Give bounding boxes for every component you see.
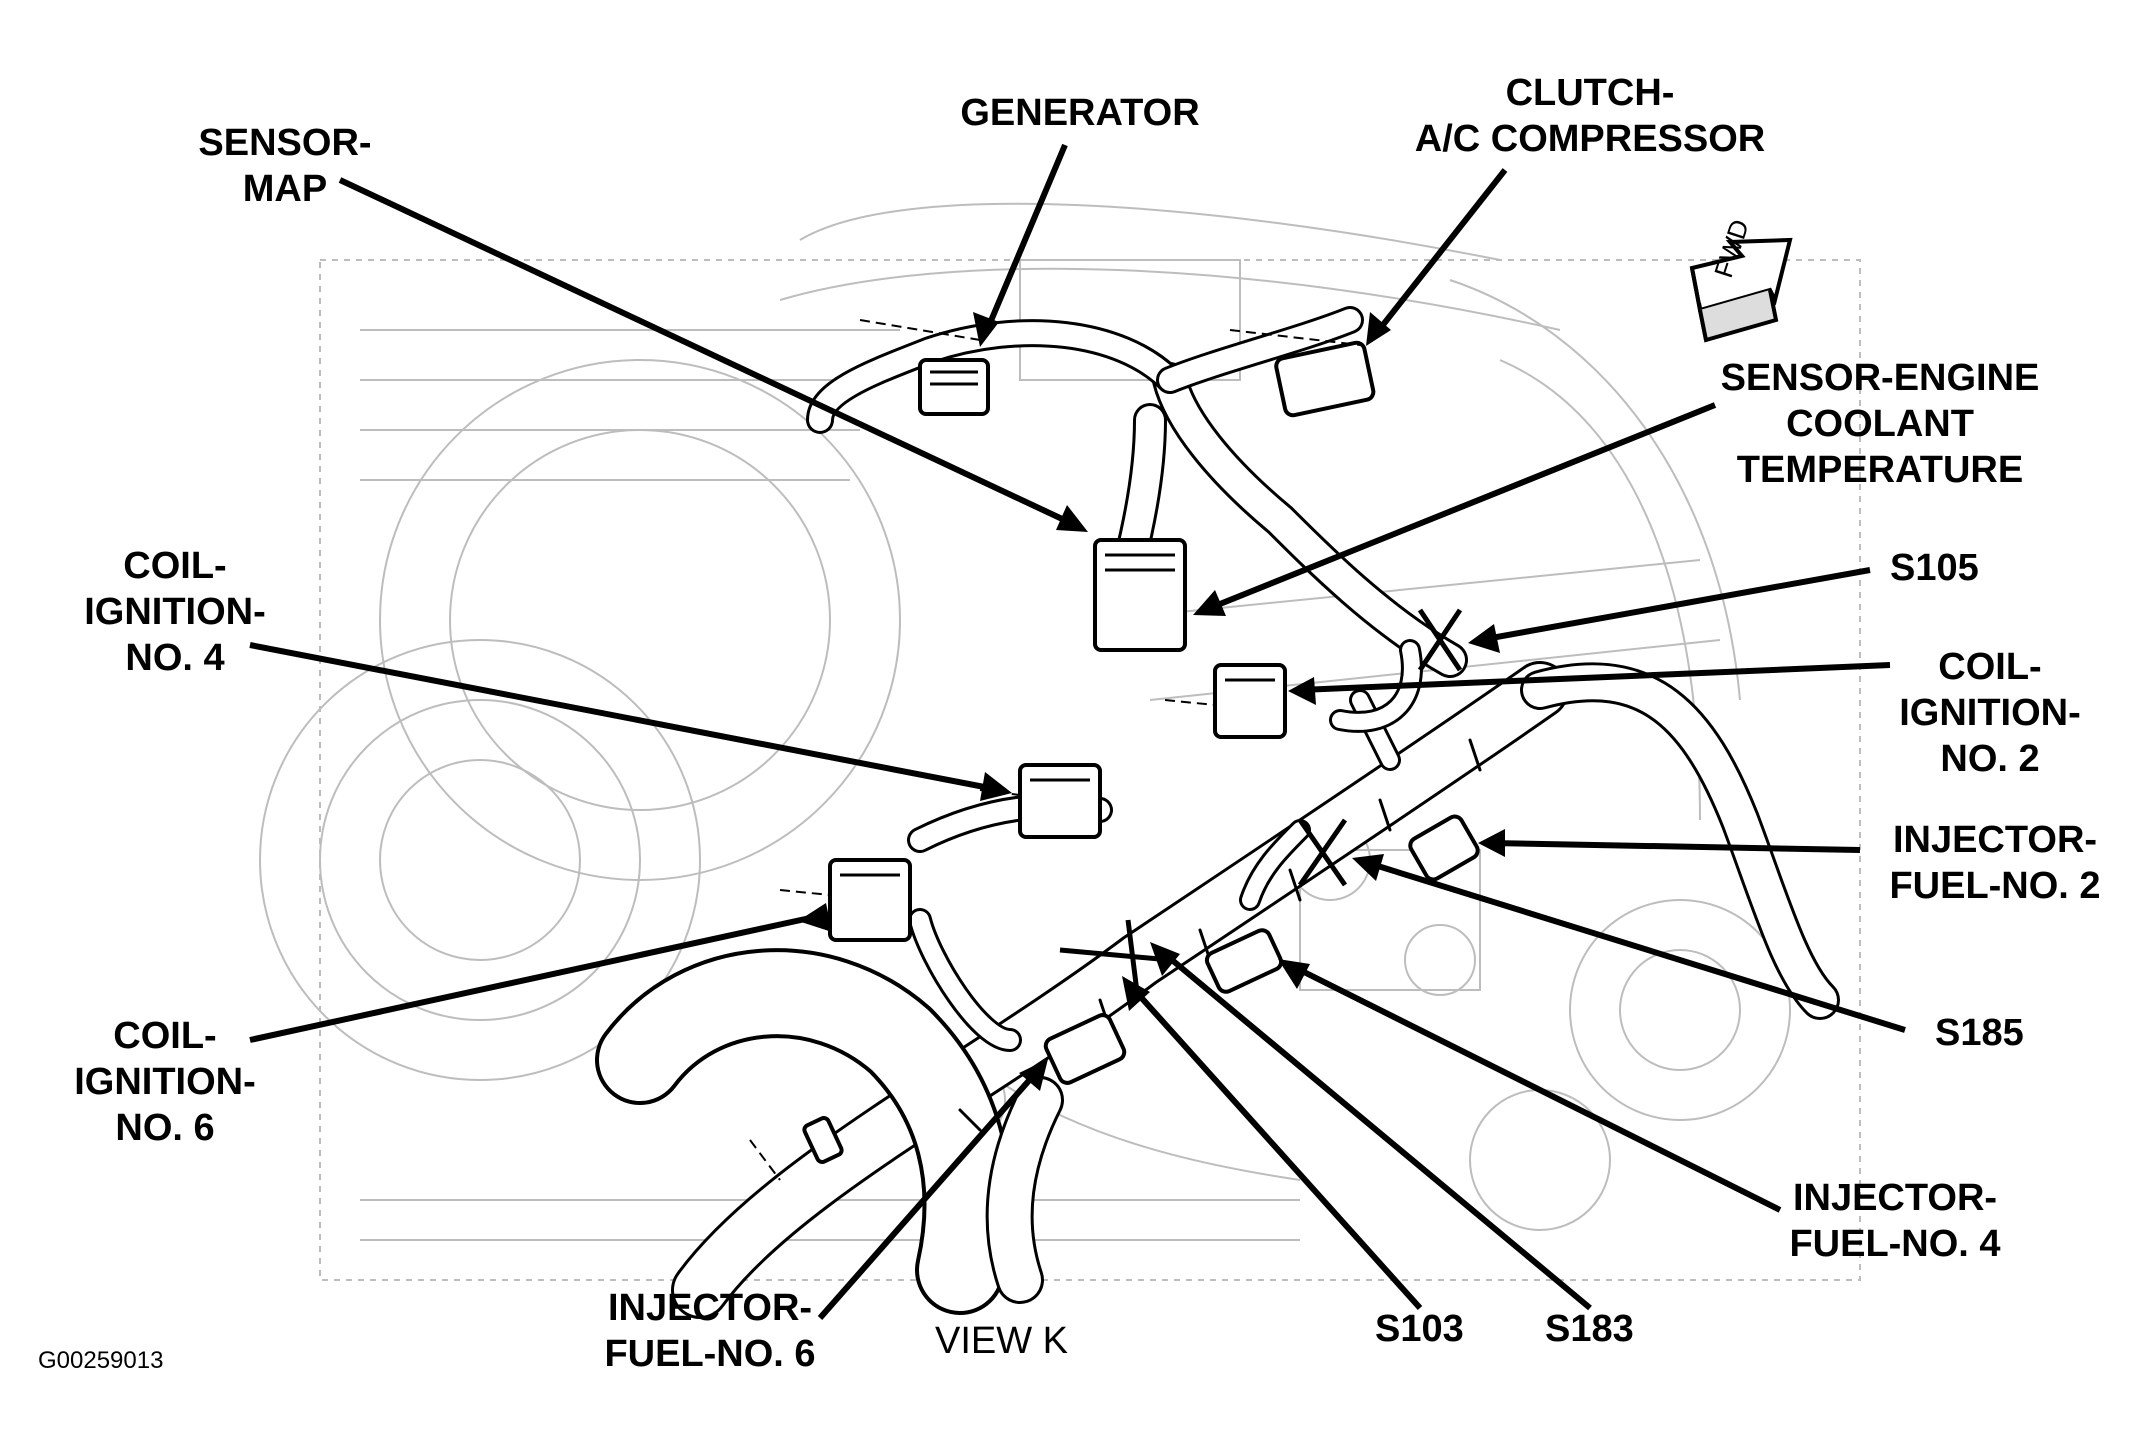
leader-sensor-map — [338, 177, 1077, 528]
leader-coil6 — [249, 915, 811, 1043]
splice-s185 — [1297, 818, 1348, 887]
coil-ignition-no-2-connector — [1213, 663, 1287, 739]
arrowhead-s103 — [1122, 976, 1150, 1011]
coil-ignition-no-6-connector — [828, 858, 912, 942]
clip-hose — [802, 1116, 844, 1164]
arrowhead-coil2 — [1288, 677, 1316, 705]
clutch-ac-compressor-connector — [1274, 340, 1376, 418]
leader-generator — [982, 143, 1068, 337]
arrowhead-ect — [1193, 590, 1226, 616]
label-injector-fuel-no-6: INJECTOR- FUEL-NO. 6 — [604, 1287, 816, 1375]
label-generator: GENERATOR — [960, 92, 1200, 134]
injector-fuel-no-4-connector — [1204, 928, 1284, 994]
leader-coil2 — [1299, 662, 1891, 693]
arrowhead-s105 — [1468, 624, 1500, 653]
engine-background-art — [259, 202, 1861, 1281]
arrowhead-inj2 — [1478, 829, 1505, 857]
connectors — [749, 319, 1480, 1181]
arrowhead-inj4 — [1278, 959, 1310, 989]
arrowhead-coil6 — [798, 903, 832, 932]
leader-s185 — [1364, 859, 1906, 1033]
injector-fuel-no-6-connector — [1043, 1013, 1127, 1085]
arrowhead-clutch-ac — [1366, 312, 1391, 346]
figure-id: G00259013 — [38, 1347, 164, 1374]
injector-fuel-no-2-connector — [1408, 814, 1480, 882]
coil-ignition-no-4-connector — [1018, 763, 1102, 839]
label-s105: S105 — [1890, 547, 1979, 589]
label-coil-ignition-no-6: COIL- IGNITION- NO. 6 — [74, 1015, 256, 1149]
view-caption: VIEW K — [935, 1320, 1069, 1362]
generator-connector — [918, 358, 990, 416]
splice-s105 — [1417, 608, 1463, 672]
label-coil-ignition-no-4: COIL- IGNITION- NO. 4 — [84, 545, 266, 679]
label-injector-fuel-no-2: INJECTOR- FUEL-NO. 2 — [1889, 819, 2101, 907]
leader-ect — [1203, 402, 1717, 613]
label-s183: S183 — [1545, 1308, 1634, 1350]
splice-s103 — [1059, 947, 1171, 963]
arrowhead-inj6 — [1019, 1059, 1048, 1091]
leader-s105 — [1479, 567, 1871, 643]
label-clutch-ac-compressor: CLUTCH- A/C COMPRESSOR — [1414, 72, 1766, 160]
arrowhead-s183 — [1150, 942, 1180, 976]
forward-arrow-icon — [1689, 237, 1793, 343]
splice-marks — [1059, 608, 1463, 1001]
leader-clutch-ac — [1372, 168, 1508, 337]
arrowhead-coil4 — [980, 772, 1012, 801]
sensor-map-connector — [1093, 538, 1187, 652]
label-sensor-map: SENSOR- MAP — [198, 122, 372, 210]
label-s185: S185 — [1935, 1012, 2024, 1054]
label-coil-ignition-no-2: COIL- IGNITION- NO. 2 — [1899, 646, 2081, 780]
arrowhead-generator — [973, 312, 999, 347]
arrowhead-sensor-map — [1056, 505, 1088, 532]
leader-s103 — [1127, 982, 1423, 1311]
leader-coil4 — [249, 642, 1001, 793]
label-s103: S103 — [1375, 1308, 1464, 1350]
leader-inj4 — [1288, 962, 1782, 1213]
leader-arrows — [249, 143, 1906, 1320]
label-injector-fuel-no-4: INJECTOR- FUEL-NO. 4 — [1789, 1177, 2001, 1265]
arrowhead-s185 — [1352, 854, 1384, 881]
leader-inj6 — [817, 1066, 1043, 1320]
leader-s183 — [1158, 947, 1592, 1311]
leader-inj2 — [1489, 840, 1861, 853]
arrow-heads — [798, 312, 1505, 1091]
label-sensor-engine-coolant-temperature: SENSOR-ENGINE COOLANT TEMPERATURE — [1720, 357, 2040, 491]
